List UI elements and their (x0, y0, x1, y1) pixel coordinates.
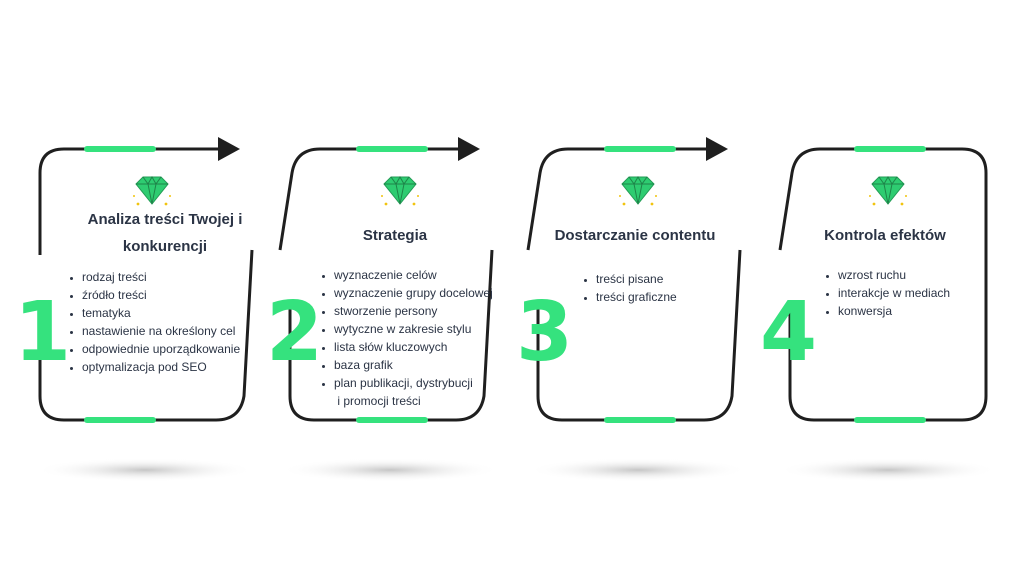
list-item: rodzaj treści (82, 268, 240, 286)
step-2-list: wyznaczenie celów wyznaczenie grupy doce… (318, 266, 493, 410)
step-1-title: Analiza treści Twojej i konkurencji (87, 211, 243, 255)
accent-bar-bottom (84, 417, 156, 423)
step-3-list: treści pisane treści graficzne (580, 270, 677, 306)
list-item: konwersja (838, 302, 950, 320)
accent-bar-bottom (356, 417, 428, 423)
step-4-list: wzrost ruchu interakcje w mediach konwer… (822, 266, 950, 320)
list-item: plan publikacji, dystrybucji i promocji … (334, 374, 493, 410)
step-4-number: 4 (760, 285, 818, 380)
list-item: wytyczne w zakresie stylu (334, 320, 493, 338)
card-shadow (778, 458, 998, 482)
accent-bar-bottom (604, 417, 676, 423)
step-2-number: 2 (266, 285, 324, 380)
card-shadow (528, 458, 748, 482)
list-item: lista słów kluczowych (334, 338, 493, 356)
accent-bar-top (854, 146, 926, 152)
accent-bar-bottom (854, 417, 926, 423)
list-item: interakcje w mediach (838, 284, 950, 302)
card-shadow (35, 458, 255, 482)
list-item: wyznaczenie celów (334, 266, 493, 284)
list-item: odpowiednie uporządkowanie (82, 340, 240, 358)
accent-bar-top (356, 146, 428, 152)
step-1-list: rodzaj treści źródło treści tematyka nas… (66, 268, 240, 376)
list-item: tematyka (82, 304, 240, 322)
list-item: źródło treści (82, 286, 240, 304)
card-shadow (280, 458, 500, 482)
step-4-title: Kontrola efektów (824, 227, 946, 244)
arrow-head-icon (706, 137, 728, 161)
accent-bar-top (84, 146, 156, 152)
card-outline (38, 147, 220, 255)
gem-icon (619, 175, 657, 206)
list-item: wzrost ruchu (838, 266, 950, 284)
list-item: treści graficzne (596, 288, 677, 306)
card-outline (778, 147, 988, 422)
step-3-title: Dostarczanie contentu (554, 227, 716, 244)
arrow-head-icon (458, 137, 480, 161)
card-outline (526, 147, 708, 251)
list-item: stworzenie persony (334, 302, 493, 320)
step-3-number: 3 (516, 285, 574, 380)
step-1-number: 1 (14, 285, 72, 380)
card-outline (278, 147, 460, 251)
arrow-head-icon (218, 137, 240, 161)
list-item: treści pisane (596, 270, 677, 288)
gem-icon (133, 175, 171, 206)
list-item: optymalizacja pod SEO (82, 358, 240, 376)
list-item: baza grafik (334, 356, 493, 374)
list-item: wyznaczenie grupy docelowej (334, 284, 493, 302)
accent-bar-top (604, 146, 676, 152)
gem-icon (869, 175, 907, 206)
list-item: nastawienie na określony cel (82, 322, 240, 340)
step-2-title: Strategia (362, 227, 428, 244)
gem-icon (381, 175, 419, 206)
